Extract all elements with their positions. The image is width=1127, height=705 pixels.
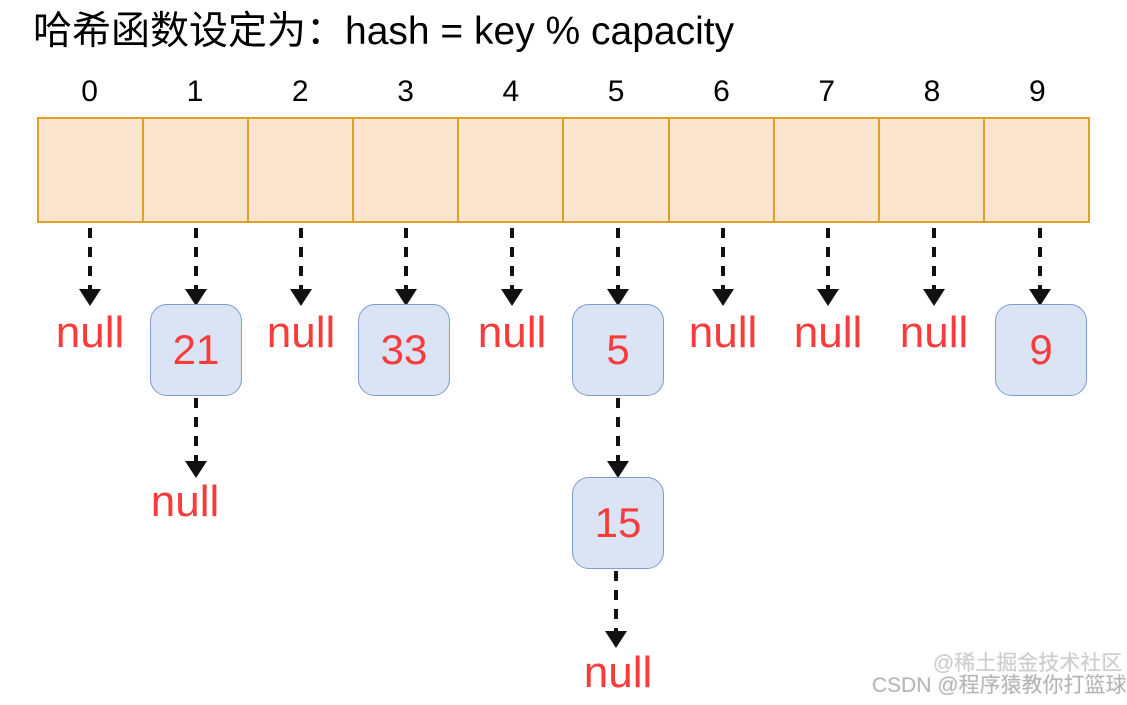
index-label-7: 7	[818, 75, 836, 108]
array-cell-1	[142, 119, 248, 221]
arrow-shaft	[616, 228, 620, 289]
index-label-3: 3	[397, 75, 414, 108]
arrowhead-icon	[185, 461, 207, 478]
chain-node: 9	[995, 304, 1087, 396]
array-cell-4	[457, 119, 563, 221]
watermark-juejin: @稀土掘金技术社区	[933, 652, 1123, 675]
arrowhead-icon	[290, 289, 312, 306]
index-label-4: 4	[502, 75, 520, 108]
null-label: null	[899, 308, 969, 357]
watermark-csdn: CSDN @程序猿教你打篮球	[872, 674, 1127, 697]
index-label-1: 1	[186, 75, 204, 108]
arrow-shaft	[616, 398, 620, 461]
chain-node: 21	[150, 304, 242, 396]
dashed-down-arrow	[501, 228, 523, 306]
null-label: null	[583, 648, 653, 697]
dashed-down-arrow	[605, 571, 627, 648]
arrowhead-icon	[605, 631, 627, 648]
arrow-shaft	[299, 228, 303, 289]
dashed-down-arrow	[817, 228, 839, 306]
index-label-6: 6	[713, 75, 730, 108]
null-label: null	[688, 308, 758, 357]
array-cell-9	[982, 119, 1088, 221]
array-index-row: 0 1 2 3 4 5 6 7 8 9	[37, 72, 1090, 112]
array-cell-6	[667, 119, 773, 221]
arrow-shaft	[721, 228, 725, 289]
arrowhead-icon	[79, 289, 101, 306]
array-cell-5	[562, 119, 668, 221]
arrowhead-icon	[607, 289, 629, 306]
chain-node: 15	[572, 477, 664, 569]
dashed-down-arrow	[712, 228, 734, 306]
arrow-shaft	[194, 228, 198, 289]
arrowhead-icon	[395, 289, 417, 306]
chain-node: 33	[358, 304, 450, 396]
dashed-down-arrow	[395, 228, 417, 306]
dashed-down-arrow	[185, 228, 207, 306]
array-cell-7	[772, 119, 878, 221]
index-label-8: 8	[923, 75, 941, 108]
arrow-shaft	[510, 228, 514, 289]
array-cell-3	[352, 119, 458, 221]
arrow-shaft	[194, 398, 198, 461]
dashed-down-arrow	[607, 228, 629, 306]
dashed-down-arrow	[185, 398, 207, 478]
chain-node: 5	[572, 304, 664, 396]
dashed-down-arrow	[79, 228, 101, 306]
array-cell-2	[247, 119, 353, 221]
arrow-shaft	[88, 228, 92, 289]
null-label: null	[150, 477, 220, 526]
index-label-5: 5	[607, 75, 625, 108]
arrowhead-icon	[607, 461, 629, 478]
array-cell-8	[877, 119, 983, 221]
arrow-shaft	[932, 228, 936, 289]
arrow-shaft	[614, 571, 618, 631]
array-cell-0	[39, 119, 143, 221]
arrowhead-icon	[185, 289, 207, 306]
index-label-0: 0	[81, 75, 98, 108]
null-label: null	[793, 308, 863, 357]
dashed-down-arrow	[607, 398, 629, 478]
index-label-9: 9	[1028, 75, 1046, 108]
arrow-shaft	[826, 228, 830, 289]
dashed-down-arrow	[1029, 228, 1051, 306]
arrowhead-icon	[817, 289, 839, 306]
page-title: 哈希函数设定为：hash = key % capacity	[33, 10, 735, 53]
null-label: null	[477, 308, 547, 357]
arrowhead-icon	[712, 289, 734, 306]
null-label: null	[55, 308, 125, 357]
arrow-shaft	[1038, 228, 1042, 289]
arrowhead-icon	[923, 289, 945, 306]
arrowhead-icon	[501, 289, 523, 306]
dashed-down-arrow	[923, 228, 945, 306]
dashed-down-arrow	[290, 228, 312, 306]
arrow-shaft	[404, 228, 408, 289]
arrowhead-icon	[1029, 289, 1051, 306]
null-label: null	[266, 308, 336, 357]
index-label-2: 2	[291, 75, 309, 108]
hash-array	[37, 117, 1090, 223]
